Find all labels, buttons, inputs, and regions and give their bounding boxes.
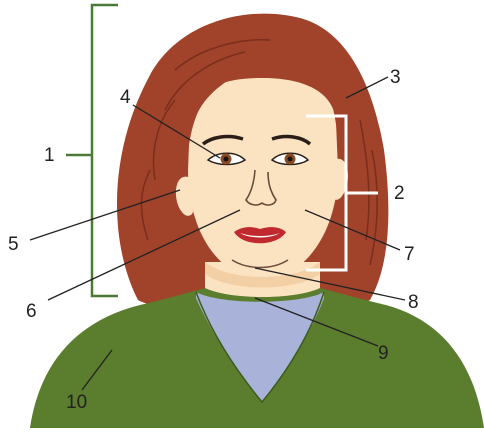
right-eye (270, 152, 310, 166)
nose (245, 169, 277, 206)
label-5: 5 (8, 234, 19, 255)
hair-strands (140, 39, 378, 266)
label-6: 6 (26, 301, 37, 322)
collar-seam (195, 291, 325, 404)
leader-10 (81, 349, 113, 391)
chin-line (231, 259, 289, 269)
left-eyebrow (201, 134, 244, 146)
leader-5 (29, 189, 181, 241)
leader-3 (345, 76, 389, 99)
bracket-whole-head (66, 3, 118, 298)
left-eye (206, 152, 247, 166)
label-10: 10 (66, 392, 87, 413)
label-2: 2 (394, 183, 405, 204)
left-ear (175, 176, 193, 216)
bracket-face (306, 114, 378, 272)
face (188, 78, 338, 280)
mouth (234, 227, 286, 244)
label-1: 1 (44, 145, 55, 166)
label-9: 9 (378, 343, 389, 364)
right-ear (331, 158, 349, 200)
leader-9 (254, 297, 379, 347)
label-4: 4 (120, 87, 131, 108)
leader-4 (132, 104, 221, 159)
hair-fringe (150, 29, 352, 171)
jaw-shadow (205, 262, 320, 288)
leader-7 (304, 209, 401, 251)
right-eyebrow (271, 134, 312, 146)
leader-lines (29, 76, 406, 391)
label-8: 8 (408, 292, 419, 313)
leader-8 (254, 267, 406, 301)
collar (196, 292, 324, 402)
label-7: 7 (404, 244, 415, 265)
leader-6 (47, 209, 241, 301)
label-3: 3 (390, 67, 401, 88)
